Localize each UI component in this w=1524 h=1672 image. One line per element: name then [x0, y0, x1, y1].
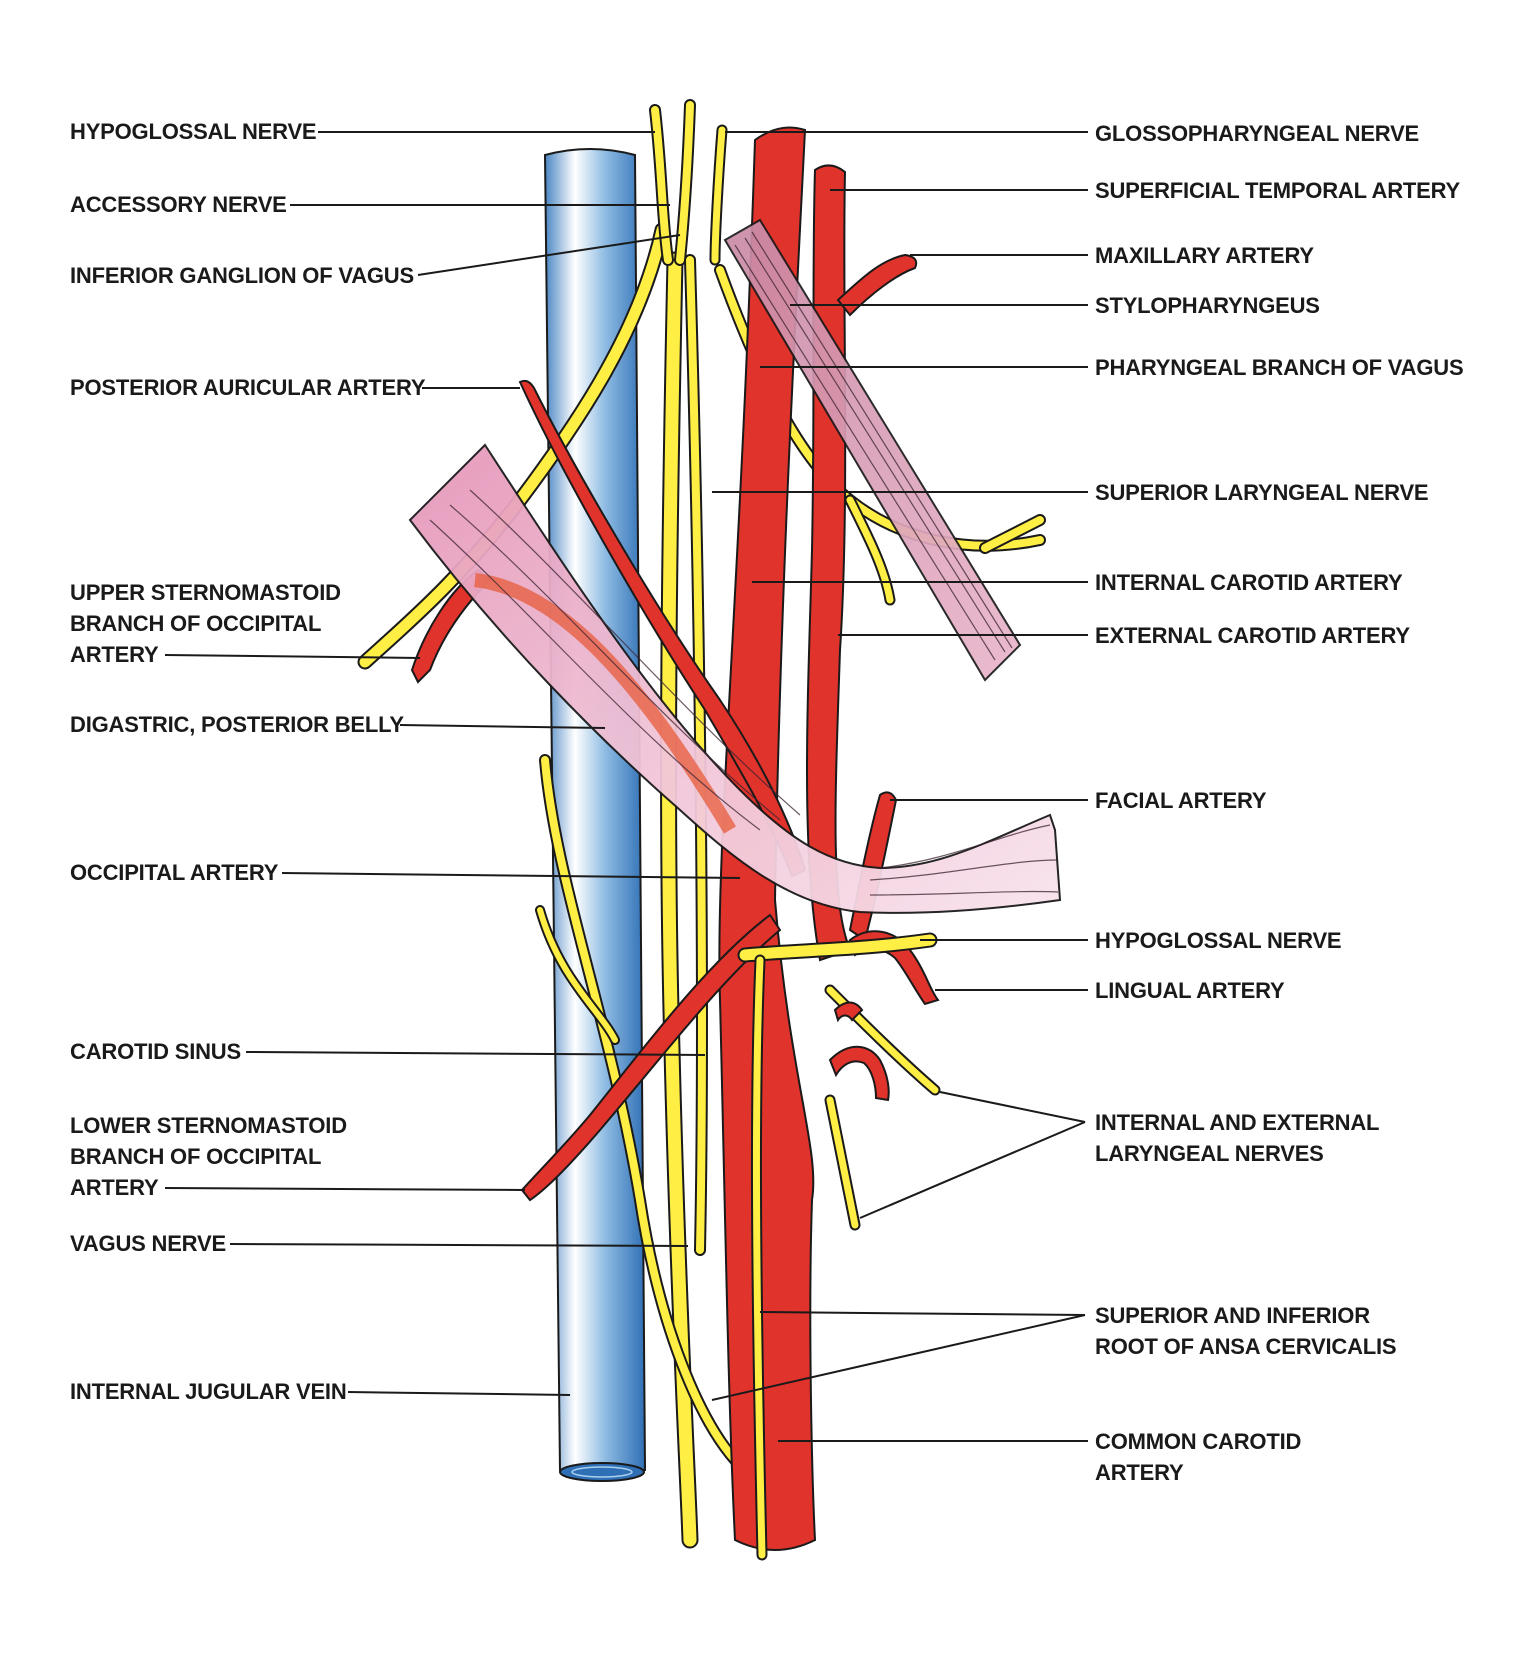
label-internal-carotid-artery: INTERNAL CAROTID ARTERY [1095, 570, 1403, 595]
leader-lines [164, 131, 1088, 1442]
label-stylopharyngeus: STYLOPHARYNGEUS [1095, 293, 1320, 318]
label-inferior-ganglion-of-vagus: INFERIOR GANGLION OF VAGUS [70, 263, 414, 288]
label-pharyngeal-branch-of-vagus: PHARYNGEAL BRANCH OF VAGUS [1095, 355, 1464, 380]
nerves-back [357, 124, 1046, 1549]
label-posterior-auricular-artery: POSTERIOR AURICULAR ARTERY [70, 375, 426, 400]
label-lingual-artery: LINGUAL ARTERY [1095, 978, 1285, 1003]
label-upper-sternomastoid-branch: UPPER STERNOMASTOID BRANCH OF OCCIPITAL … [70, 580, 341, 667]
nerves-front [649, 99, 938, 1561]
stylopharyngeus-muscle [723, 218, 1022, 682]
label-facial-artery: FACIAL ARTERY [1095, 788, 1267, 813]
label-hypoglossal-nerve-right: HYPOGLOSSAL NERVE [1095, 928, 1342, 953]
label-lower-sternomastoid-branch: LOWER STERNOMASTOID BRANCH OF OCCIPITAL … [70, 1113, 347, 1200]
label-ansa-cervicalis-roots: SUPERIOR AND INFERIOR ROOT OF ANSA CERVI… [1095, 1303, 1397, 1359]
label-external-carotid-artery: EXTERNAL CAROTID ARTERY [1095, 623, 1410, 648]
label-occipital-artery: OCCIPITAL ARTERY [70, 860, 279, 885]
label-carotid-sinus: CAROTID SINUS [70, 1039, 241, 1064]
label-hypoglossal-nerve-left: HYPOGLOSSAL NERVE [70, 119, 317, 144]
label-glossopharyngeal-nerve: GLOSSOPHARYNGEAL NERVE [1095, 121, 1420, 146]
label-accessory-nerve: ACCESSORY NERVE [70, 192, 287, 217]
label-digastric-posterior-belly: DIGASTRIC, POSTERIOR BELLY [70, 712, 404, 737]
label-common-carotid-artery: COMMON CAROTID ARTERY [1095, 1429, 1302, 1485]
label-superficial-temporal-artery: SUPERFICIAL TEMPORAL ARTERY [1095, 178, 1460, 203]
digastric-muscle [408, 443, 1062, 914]
label-internal-external-laryngeal-nerves: INTERNAL AND EXTERNAL LARYNGEAL NERVES [1095, 1110, 1380, 1166]
label-vagus-nerve: VAGUS NERVE [70, 1231, 226, 1256]
label-maxillary-artery: MAXILLARY ARTERY [1095, 243, 1314, 268]
label-superior-laryngeal-nerve: SUPERIOR LARYNGEAL NERVE [1095, 480, 1429, 505]
internal-jugular-vein [543, 148, 647, 1482]
label-internal-jugular-vein: INTERNAL JUGULAR VEIN [70, 1379, 347, 1404]
